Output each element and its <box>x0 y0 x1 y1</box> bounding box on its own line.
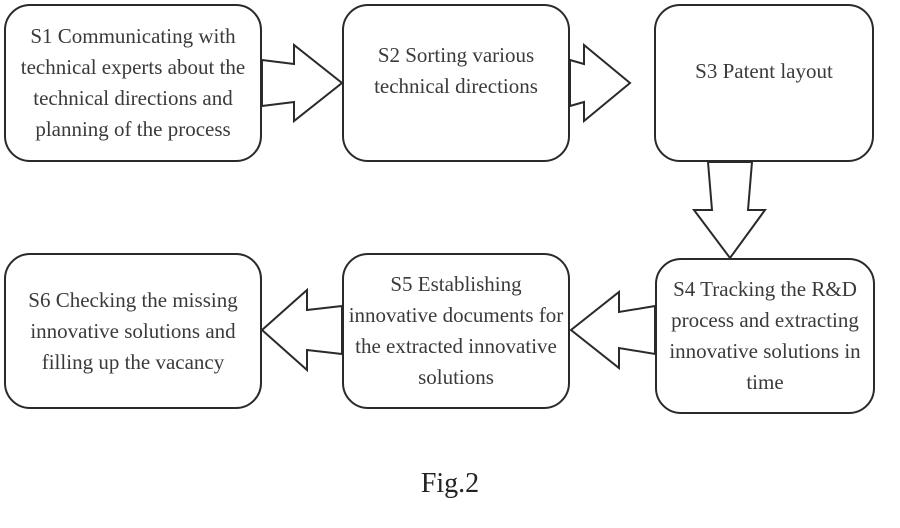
arrow-s1-to-s2 <box>261 42 344 124</box>
step-s5-text: S5 Establishing innovative documents for… <box>348 272 564 389</box>
step-s4-box: S4 Tracking the R&D process and extracti… <box>655 258 875 414</box>
step-s3-text: S3 Patent layout <box>695 58 833 83</box>
step-s6-box: S6 Checking the missing innovative solut… <box>4 253 262 409</box>
arrow-s3-to-s4 <box>692 161 767 260</box>
arrow-s5-to-s6 <box>260 287 343 373</box>
step-s1-text: S1 Communicating with technical experts … <box>20 24 246 141</box>
step-s4-text: S4 Tracking the R&D process and extracti… <box>669 277 861 394</box>
step-s6-text: S6 Checking the missing innovative solut… <box>28 287 238 374</box>
step-s3-box: S3 Patent layout <box>654 4 874 162</box>
arrow-s2-to-s3 <box>569 42 632 124</box>
step-s2-box: S2 Sorting various technical directions <box>342 4 570 162</box>
figure-caption: Fig.2 <box>420 468 480 499</box>
step-s1-box: S1 Communicating with technical experts … <box>4 4 262 162</box>
step-s2-text: S2 Sorting various technical directions <box>374 43 538 98</box>
arrow-s4-to-s5 <box>569 289 656 371</box>
step-s5-box: S5 Establishing innovative documents for… <box>342 253 570 409</box>
